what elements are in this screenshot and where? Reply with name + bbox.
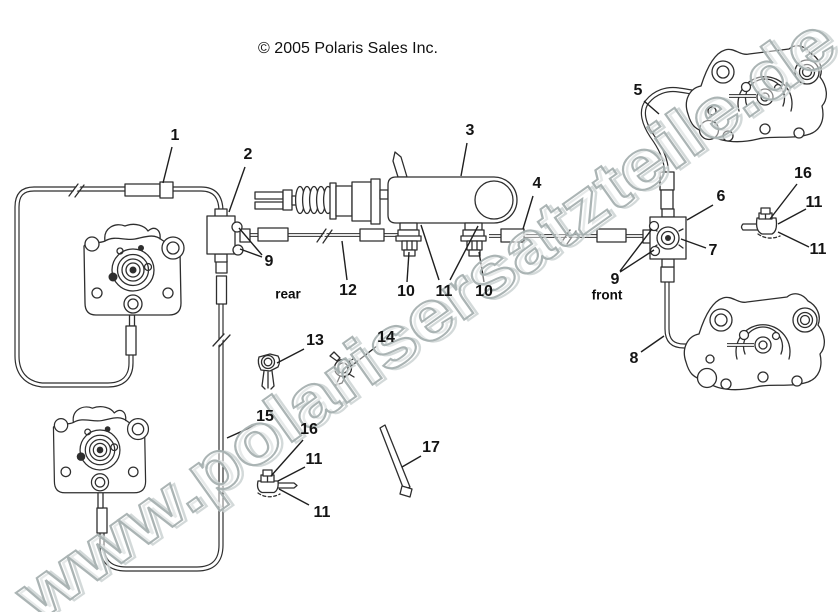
- tee-bolt: [648, 220, 660, 232]
- copyright-text: © 2005 Polaris Sales Inc.: [258, 40, 438, 57]
- brake-hose-rear-upper: [14, 181, 224, 388]
- callout-14: 14: [377, 329, 395, 346]
- callout-12: 12: [339, 282, 357, 299]
- callout-1: 1: [170, 127, 180, 144]
- cable-tie-part-17: [379, 424, 413, 498]
- label-front: front: [591, 287, 623, 303]
- tee-center-fitting: [665, 235, 671, 241]
- brake-line-front: [489, 228, 653, 245]
- hose-clip: [159, 181, 174, 199]
- callout-16-right: 16: [794, 165, 812, 182]
- lever-tab: [392, 151, 408, 178]
- clamp-assembly-bottom: [256, 469, 298, 498]
- rear-caliper-lower: [52, 406, 150, 494]
- label-rear: rear: [275, 286, 301, 302]
- bellows-boot: [294, 185, 334, 215]
- banjo-bolt: [90, 473, 110, 492]
- bolt-clip-part-13: [257, 353, 281, 390]
- callout-6: 6: [716, 188, 726, 205]
- reservoir-circle: [474, 180, 514, 220]
- callout-4: 4: [532, 175, 542, 192]
- hose-sleeve-fitting: [124, 183, 161, 197]
- callout-11-right-bottom: 11: [809, 241, 827, 258]
- callout-10-right: 10: [475, 283, 493, 300]
- rear-caliper-upper: [83, 223, 185, 316]
- banjo-bolt: [754, 336, 772, 354]
- callout-15: 15: [256, 408, 274, 425]
- banjo-bolt: [756, 88, 774, 106]
- callout-11-right-top: 11: [805, 194, 823, 211]
- callout-8: 8: [629, 350, 639, 367]
- callout-9-front: 9: [610, 271, 620, 288]
- banjo-bolt: [123, 294, 143, 314]
- callout-5: 5: [633, 82, 643, 99]
- tee-bolt: [649, 245, 661, 257]
- front-caliper-upper: [685, 45, 827, 143]
- clamp-part-14: [329, 351, 355, 386]
- callout-11-center: 11: [435, 283, 453, 300]
- banjo-fitting-left: [395, 222, 422, 257]
- callout-11-bottom-lower: 11: [313, 504, 331, 521]
- clamp-assembly-right: [740, 207, 781, 239]
- callout-7: 7: [708, 242, 718, 259]
- callout-2: 2: [243, 146, 253, 163]
- callout-16-bottom: 16: [300, 421, 318, 438]
- callout-11-bottom-upper: 11: [305, 451, 323, 468]
- callout-10-left: 10: [397, 283, 415, 300]
- master-cylinder: [254, 151, 518, 257]
- brake-hose-rear-lower: [96, 260, 231, 572]
- callout-17: 17: [422, 439, 440, 456]
- callout-3: 3: [465, 122, 475, 139]
- piston-hub: [79, 429, 121, 471]
- callout-13: 13: [306, 332, 324, 349]
- brake-line-rear: [239, 227, 398, 244]
- front-junction-tee: [648, 208, 687, 268]
- rear-junction-block: [206, 208, 244, 263]
- leader-lines: [162, 100, 810, 506]
- front-caliper-lower: [683, 293, 825, 391]
- callout-9-rear: 9: [264, 253, 274, 270]
